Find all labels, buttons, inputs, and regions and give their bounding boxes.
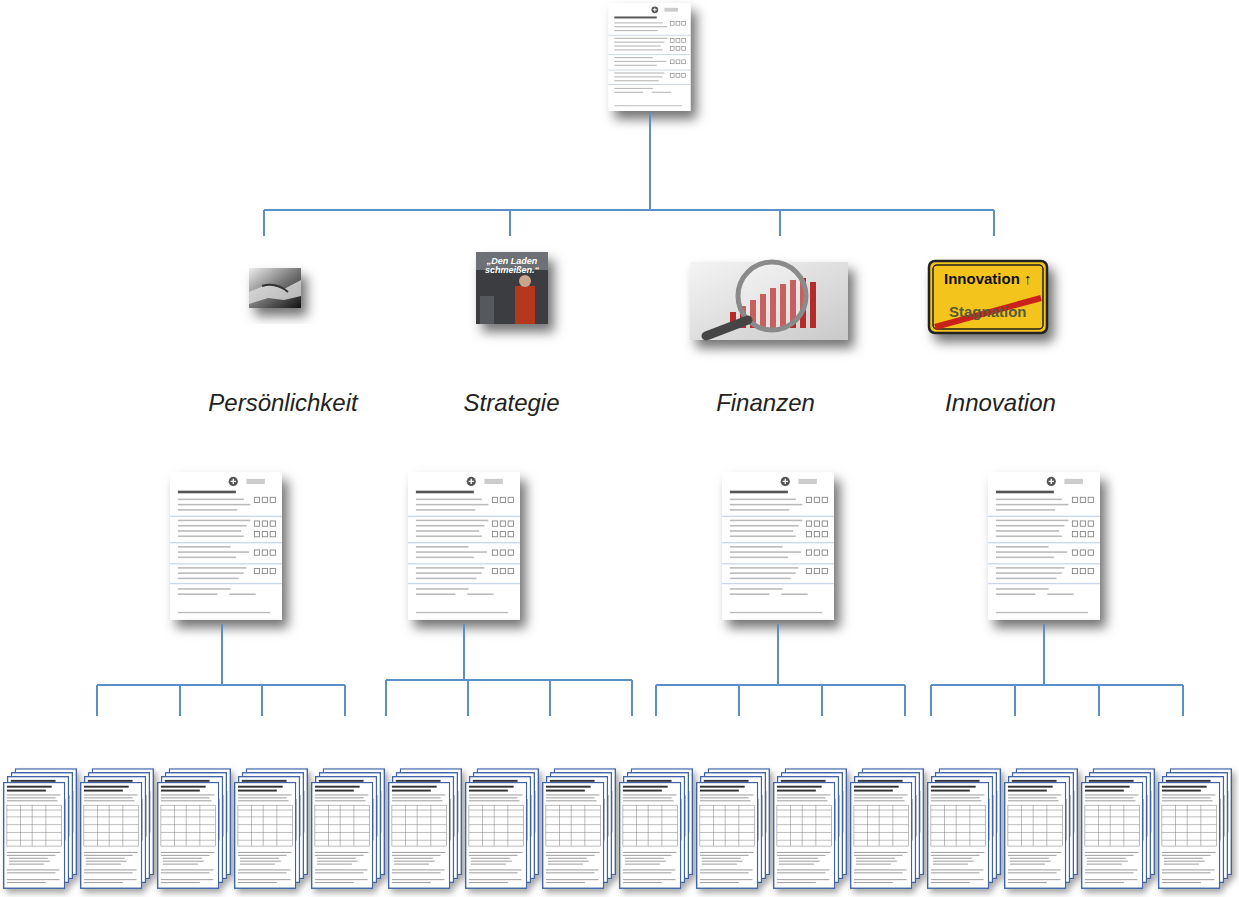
finance-chart-photo — [690, 262, 848, 340]
handshake-picture — [249, 268, 301, 308]
document-stack — [697, 769, 770, 888]
document-stack — [620, 769, 693, 888]
document-stack — [81, 769, 154, 888]
sign-text: Innovation ↑ — [944, 270, 1032, 287]
category-label: Finanzen — [714, 389, 817, 418]
document-stack — [466, 769, 539, 888]
document-stack — [774, 769, 847, 888]
tree-lines — [97, 624, 1183, 716]
strike-bar — [935, 298, 1041, 327]
category-label: Persönlichkeit — [206, 389, 360, 418]
document-thumbnail — [170, 472, 282, 620]
document-stack — [851, 769, 924, 888]
strategy-photo — [476, 252, 548, 324]
document-stack — [4, 769, 77, 888]
document-thumbnail — [988, 472, 1100, 620]
category-name: Innovation — [943, 389, 1058, 418]
category-label: Innovation — [943, 389, 1058, 418]
document-thumbnail — [722, 472, 834, 620]
category-label: Strategie — [461, 389, 562, 418]
document-stacks — [4, 769, 1232, 888]
document-stack — [543, 769, 616, 888]
document-stack — [1005, 769, 1078, 888]
document-stack — [158, 769, 231, 888]
document-stack — [235, 769, 308, 888]
sign-text: Stagnation — [949, 303, 1027, 320]
document-stack — [928, 769, 1001, 888]
category-name: Strategie — [461, 389, 562, 418]
document-stack — [1159, 769, 1232, 888]
tree-lines — [264, 112, 994, 236]
document-thumbnail — [408, 472, 520, 620]
document-stack — [312, 769, 385, 888]
document-stack — [1082, 769, 1155, 888]
category-name: Persönlichkeit — [206, 389, 360, 418]
document-thumbnail — [609, 3, 691, 111]
category-name: Finanzen — [714, 389, 817, 418]
photo-caption: „Den Laden schmeißen.“ — [480, 257, 544, 276]
road-sign — [929, 261, 1047, 333]
document-stack — [389, 769, 462, 888]
